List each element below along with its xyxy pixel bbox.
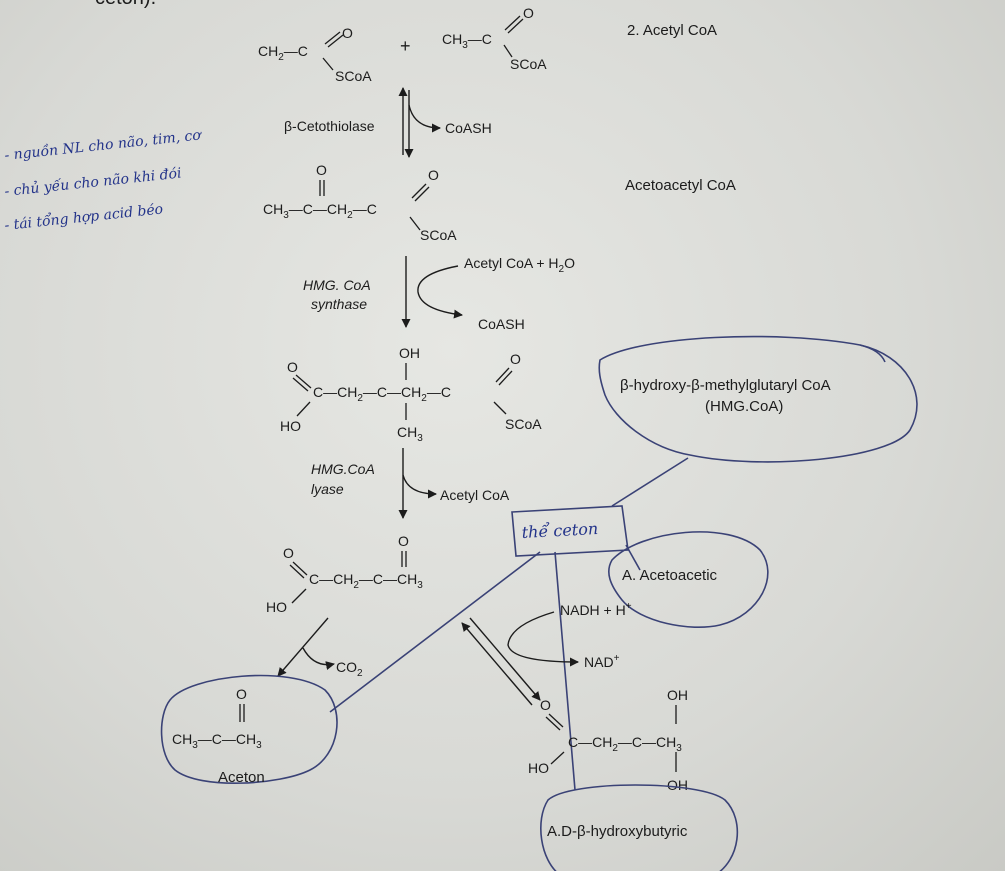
enzyme-lyase-2: lyase <box>311 481 344 497</box>
pen-line-to-hmg <box>611 457 689 507</box>
svg-text:SCoA: SCoA <box>335 68 372 84</box>
note-line-3: - tái tổng hợp acid béo <box>4 199 164 234</box>
byproduct-acetyl-coa: Acetyl CoA <box>440 487 510 503</box>
acetoacetic-structure: O O C—CH2—C—CH3 HO <box>266 533 423 615</box>
handwritten-notes: - nguồn NL cho não, tim, cơ - chủ yếu ch… <box>4 126 204 234</box>
lyase-arrows <box>398 448 437 519</box>
svg-text:O: O <box>287 359 298 375</box>
label-acetoacetic: A. Acetoacetic <box>622 567 718 584</box>
svg-text:SCoA: SCoA <box>420 227 457 243</box>
svg-text:OH: OH <box>667 687 688 703</box>
enzyme-thiolase: β-Cetothiolase <box>284 118 375 134</box>
acetyl-coa-left: CH2—C O SCoA <box>258 25 372 84</box>
svg-text:HO: HO <box>266 599 287 615</box>
reduction-arrows <box>461 611 579 706</box>
svg-text:thể ceton: thể ceton <box>521 519 598 542</box>
acetoacetic-bubble <box>608 531 769 628</box>
svg-text:HO: HO <box>280 418 301 434</box>
svg-text:O: O <box>428 167 439 183</box>
svg-text:CH3—C: CH3—C <box>442 31 492 51</box>
cofactor-nadh: NADH + H+ <box>560 601 632 618</box>
decarboxylation-arrows <box>277 617 335 677</box>
pen-line-to-acetoacetic <box>625 544 641 571</box>
svg-text:CH3: CH3 <box>397 424 423 444</box>
svg-text:OH: OH <box>399 345 420 361</box>
byproduct-co2: CO2 <box>336 659 363 679</box>
svg-text:C—CH2—C—CH3: C—CH2—C—CH3 <box>309 571 423 591</box>
enzyme-synthase-1: HMG. CoA <box>303 277 371 293</box>
equilibrium-arrows-1 <box>398 87 441 158</box>
svg-text:O: O <box>283 545 294 561</box>
reactant-acetyl-water: Acetyl CoA + H2O <box>464 255 575 275</box>
svg-text:SCoA: SCoA <box>510 56 547 72</box>
svg-text:HO: HO <box>528 760 549 776</box>
note-line-2: - chủ yếu cho não khi đói <box>4 164 183 199</box>
svg-text:SCoA: SCoA <box>505 416 542 432</box>
svg-text:O: O <box>540 697 551 713</box>
label-hydroxybutyric: A.D-β-hydroxybutyric <box>547 823 688 840</box>
ketone-bodies-box: thể ceton <box>511 505 629 557</box>
svg-text:CH2—C: CH2—C <box>258 43 308 63</box>
aceton-bubble <box>160 674 338 784</box>
aceton-structure: O CH3—C—CH3 <box>172 686 262 751</box>
svg-text:CH3—C—CH3: CH3—C—CH3 <box>172 731 262 751</box>
cofactor-nad: NAD+ <box>584 653 620 670</box>
svg-text:O: O <box>316 162 327 178</box>
svg-text:C—CH2—C—CH3: C—CH2—C—CH3 <box>568 734 682 754</box>
plus-sign: + <box>400 36 411 56</box>
hmg-coa-bubble <box>598 335 918 463</box>
hydroxybutyric-bubble <box>540 784 739 871</box>
pen-line-to-hydroxybutyric <box>554 551 576 791</box>
svg-text:O: O <box>236 686 247 702</box>
note-line-1: - nguồn NL cho não, tim, cơ <box>4 126 203 164</box>
acetyl-coa-right: CH3—C O SCoA <box>442 5 547 72</box>
enzyme-lyase-1: HMG.CoA <box>311 461 375 477</box>
svg-text:C—CH2—C—CH2—C: C—CH2—C—CH2—C <box>313 384 451 404</box>
svg-text:O: O <box>398 533 409 549</box>
svg-text:CH3—C—CH2—C: CH3—C—CH2—C <box>263 201 377 221</box>
label-hmg-line-1: β-hydroxy-β-methylglutaryl CoA <box>620 377 831 394</box>
label-acetoacetyl-coa: Acetoacetyl CoA <box>625 177 736 194</box>
hmg-coa-structure: OH O C—CH2—C—CH2—C HO CH3 O SCoA <box>280 345 542 444</box>
pen-line-to-aceton <box>329 551 541 713</box>
svg-text:O: O <box>523 5 534 21</box>
label-acetyl-coa: 2. Acetyl CoA <box>627 22 717 39</box>
acetoacetyl-coa-structure: O CH3—C—CH2—C O SCoA <box>263 162 457 243</box>
svg-text:OH: OH <box>667 777 688 793</box>
enzyme-synthase-2: synthase <box>311 296 367 312</box>
svg-text:O: O <box>510 351 521 367</box>
cutoff-text: ceton). <box>95 0 156 9</box>
label-hmg-line-2: (HMG.CoA) <box>705 398 783 415</box>
svg-text:O: O <box>342 25 353 41</box>
byproduct-coash-2: CoASH <box>478 316 525 332</box>
hydroxybutyric-structure: OH O C—CH2—C—CH3 HO OH <box>528 687 688 793</box>
synthase-arrows <box>401 256 463 328</box>
label-aceton: Aceton <box>218 769 265 786</box>
byproduct-coash-1: CoASH <box>445 120 492 136</box>
